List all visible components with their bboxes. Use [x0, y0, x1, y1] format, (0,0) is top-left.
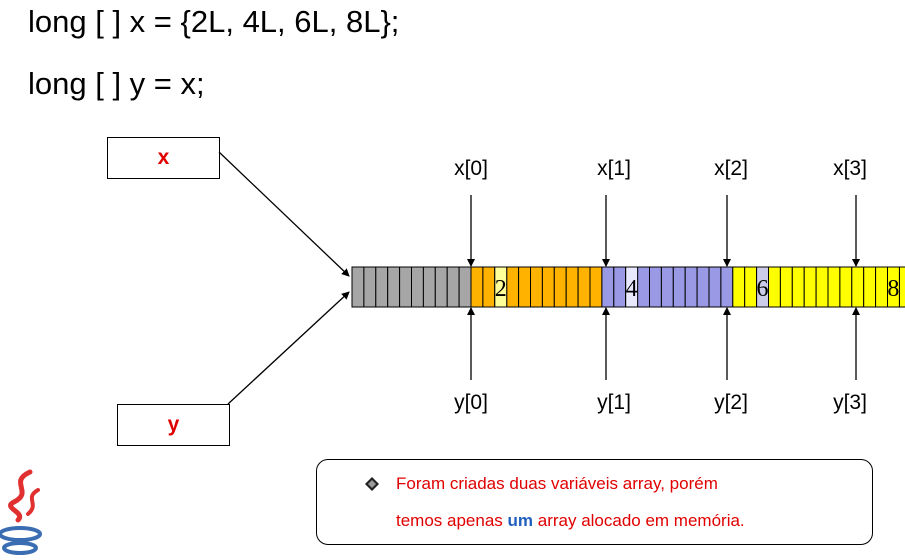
- value-cell: [494, 266, 508, 308]
- element-3-cell: [875, 266, 888, 308]
- element-0-cell: [470, 266, 484, 308]
- y-index-label: y[1]: [597, 391, 631, 414]
- element-2-cell: [744, 266, 758, 308]
- element-0-cell: [518, 266, 531, 308]
- element-1-cell: [696, 266, 710, 308]
- array-header-cell: [434, 266, 448, 308]
- java-logo-icon: [0, 469, 42, 555]
- array-header-cell: [411, 266, 424, 308]
- element-0-cell: [577, 266, 591, 308]
- element-2-cell: [839, 266, 853, 308]
- y-reference-arrow: [227, 291, 350, 405]
- element-0-cell: [541, 266, 555, 308]
- element-1-cell: [684, 266, 698, 308]
- array-value: 8: [887, 276, 899, 302]
- array-header-cell: [351, 266, 365, 308]
- element-0-cell: [530, 266, 543, 308]
- element-0-cell: [506, 266, 520, 308]
- element-1-cell: [720, 266, 734, 308]
- element-1-cell: [601, 266, 615, 308]
- y-index-label: y[3]: [833, 391, 867, 414]
- array-value: 2: [495, 276, 507, 302]
- note-box: Foram criadas duas variáveis array, poré…: [316, 459, 873, 545]
- array-value: 4: [626, 276, 638, 302]
- element-2-cell: [768, 266, 781, 308]
- value-cell: [625, 266, 639, 308]
- x-index-label: x[0]: [454, 157, 488, 180]
- value-cell: [887, 266, 900, 308]
- element-1-cell: [637, 266, 650, 308]
- element-1-cell: [672, 266, 686, 308]
- variable-y-label: y: [167, 413, 180, 436]
- element-0-cell: [482, 266, 496, 308]
- array-header-cell: [387, 266, 401, 308]
- code-line-2: long [ ] y = x;: [28, 66, 205, 101]
- variable-y-box: y: [117, 404, 230, 446]
- y-index-label: y[2]: [714, 391, 748, 414]
- element-3-cell: [863, 266, 877, 308]
- element-1-cell: [613, 266, 627, 308]
- array-values: 2 4 6 8: [495, 276, 900, 302]
- pointer-arrows: [218, 151, 860, 405]
- element-2-cell: [732, 266, 746, 308]
- x-index-label: x[1]: [597, 157, 631, 180]
- note-line-2-start: temos apenas: [396, 511, 508, 530]
- memory-cells: [351, 266, 905, 308]
- note-line-2-end: array alocado em memória.: [533, 511, 745, 530]
- array-header-cell: [399, 266, 413, 308]
- variable-x-label: x: [157, 146, 170, 169]
- element-1-cell: [708, 266, 722, 308]
- array-header-cell: [422, 266, 436, 308]
- element-1-cell: [649, 266, 662, 308]
- value-cell: [756, 266, 769, 308]
- note-line-2: temos apenas um array alocado em memória…: [396, 511, 745, 531]
- x-reference-arrow: [218, 151, 350, 277]
- element-0-cell: [565, 266, 579, 308]
- variable-x-box: x: [107, 137, 220, 179]
- element-3-cell: [898, 266, 905, 308]
- note-line-1: Foram criadas duas variáveis array, poré…: [396, 474, 718, 493]
- element-2-cell: [851, 266, 865, 308]
- array-header-cell: [363, 266, 377, 308]
- element-2-cell: [779, 266, 793, 308]
- array-header-cell: [446, 266, 460, 308]
- element-2-cell: [791, 266, 805, 308]
- array-header-cell: [375, 266, 389, 308]
- element-1-cell: [660, 266, 674, 308]
- element-2-cell: [815, 266, 829, 308]
- element-0-cell: [589, 266, 603, 308]
- y-index-label: y[0]: [454, 391, 488, 414]
- element-2-cell: [827, 266, 841, 308]
- diamond-bullet-icon: [365, 477, 379, 491]
- element-2-cell: [803, 266, 817, 308]
- note-highlight-um: um: [507, 511, 534, 530]
- element-0-cell: [553, 266, 567, 308]
- code-line-1: long [ ] x = {2L, 4L, 6L, 8L};: [28, 4, 400, 39]
- array-value: 6: [757, 276, 769, 302]
- x-index-label: x[2]: [714, 157, 748, 180]
- array-header-cell: [458, 266, 472, 308]
- x-index-label: x[3]: [833, 157, 867, 180]
